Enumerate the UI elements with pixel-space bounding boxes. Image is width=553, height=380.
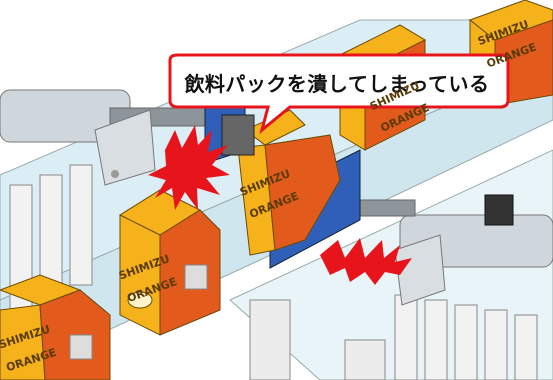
impact-burst-left xyxy=(148,125,230,210)
impact-burst-right xyxy=(320,238,412,285)
right-pneumatic-cylinder xyxy=(318,194,553,306)
left-pneumatic-cylinder xyxy=(0,89,231,186)
carton-front xyxy=(0,274,111,380)
callout-bubble xyxy=(168,53,510,135)
support-posts xyxy=(9,164,538,380)
callout-text: 飲料パックを潰してしまっている xyxy=(184,71,490,96)
crushed-carton xyxy=(221,109,341,256)
carton-middle xyxy=(118,189,221,336)
pack-brand-line1: SHIMIZU xyxy=(0,322,52,352)
